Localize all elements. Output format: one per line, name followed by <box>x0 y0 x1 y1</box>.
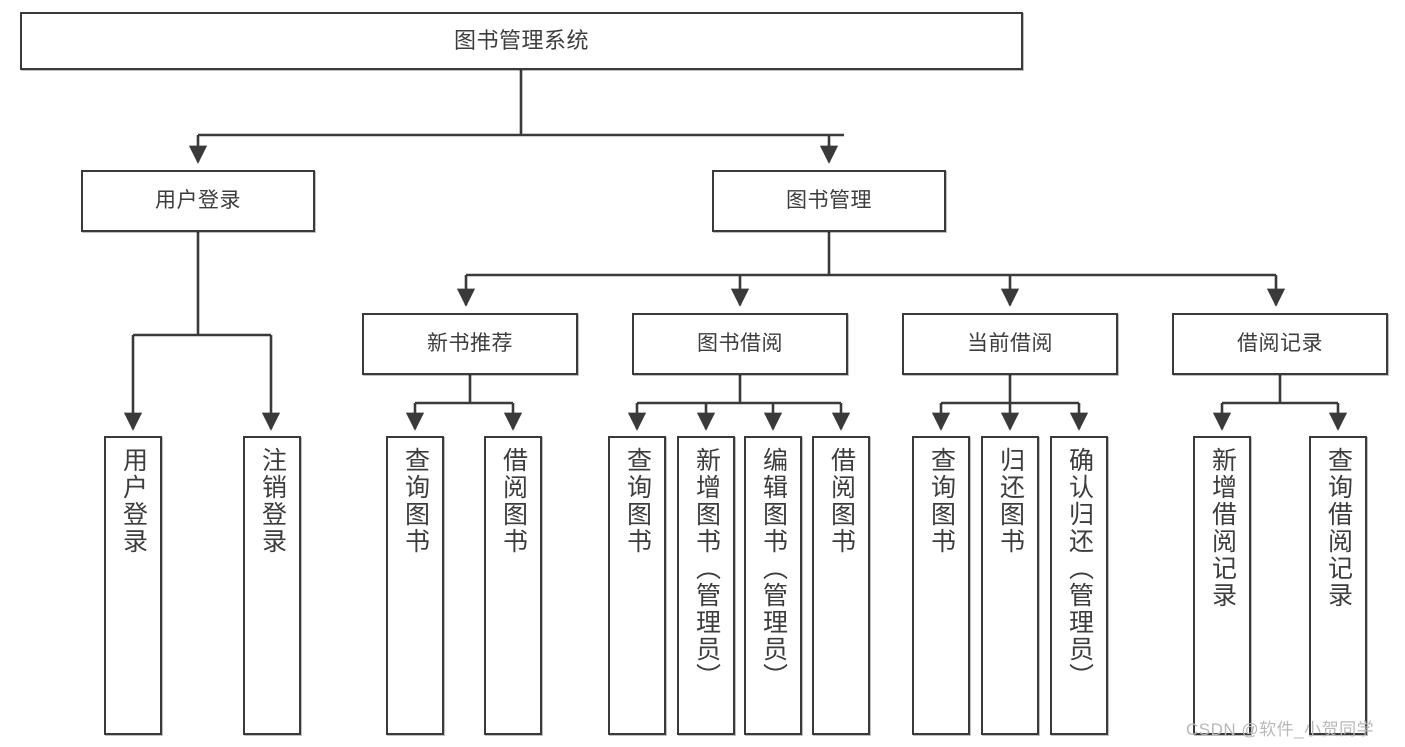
node-label: 查询图书 <box>927 447 956 555</box>
leaf-borrow-add-book-admin[interactable]: 新增图书（管理员） <box>677 436 735 735</box>
node-label: 新书推荐 <box>427 332 513 356</box>
node-label: 借阅图书 <box>499 447 528 555</box>
node-label: 借阅图书 <box>827 447 856 555</box>
node-label: 用户登录 <box>119 447 148 555</box>
node-label: 当前借阅 <box>967 332 1053 356</box>
node-book-management[interactable]: 图书管理 <box>712 170 946 232</box>
node-root-book-management-system[interactable]: 图书管理系统 <box>20 12 1023 70</box>
node-label: 图书借阅 <box>697 332 783 356</box>
leaf-user-login[interactable]: 用户登录 <box>104 436 162 735</box>
node-label: 确认归还（管理员） <box>1065 447 1094 690</box>
node-label: 查询图书 <box>401 447 430 555</box>
node-label: 图书管理系统 <box>453 27 589 53</box>
node-label: 查询借阅记录 <box>1324 447 1353 609</box>
node-current-borrowing[interactable]: 当前借阅 <box>902 313 1118 375</box>
node-label: 归还图书 <box>996 447 1025 555</box>
leaf-borrow-borrow-book[interactable]: 借阅图书 <box>812 436 870 735</box>
leaf-borrow-edit-book-admin[interactable]: 编辑图书（管理员） <box>744 436 802 735</box>
node-label: 新增图书（管理员） <box>692 447 721 690</box>
leaf-record-add-record[interactable]: 新增借阅记录 <box>1193 436 1251 735</box>
node-user-login[interactable]: 用户登录 <box>81 170 315 232</box>
node-label: 编辑图书（管理员） <box>759 447 788 690</box>
node-label: 新增借阅记录 <box>1208 447 1237 609</box>
node-label: 图书管理 <box>786 189 872 213</box>
leaf-current-return-book[interactable]: 归还图书 <box>981 436 1039 735</box>
leaf-borrow-query-book[interactable]: 查询图书 <box>608 436 666 735</box>
node-label: 借阅记录 <box>1237 332 1323 356</box>
node-new-book-recommendation[interactable]: 新书推荐 <box>362 313 578 375</box>
node-label: 用户登录 <box>155 189 241 213</box>
watermark: CSDN @软件_小贺同学 <box>1186 720 1375 739</box>
leaf-current-query-book[interactable]: 查询图书 <box>912 436 970 735</box>
leaf-current-confirm-return-admin[interactable]: 确认归还（管理员） <box>1050 436 1108 735</box>
leaf-record-query-record[interactable]: 查询借阅记录 <box>1309 436 1367 735</box>
node-borrowing-record[interactable]: 借阅记录 <box>1172 313 1388 375</box>
leaf-new-book-query-book[interactable]: 查询图书 <box>386 436 444 735</box>
node-label: 查询图书 <box>623 447 652 555</box>
leaf-new-book-borrow-book[interactable]: 借阅图书 <box>484 436 542 735</box>
leaf-logout[interactable]: 注销登录 <box>243 436 301 735</box>
node-label: 注销登录 <box>258 447 287 555</box>
node-book-borrowing[interactable]: 图书借阅 <box>632 313 848 375</box>
